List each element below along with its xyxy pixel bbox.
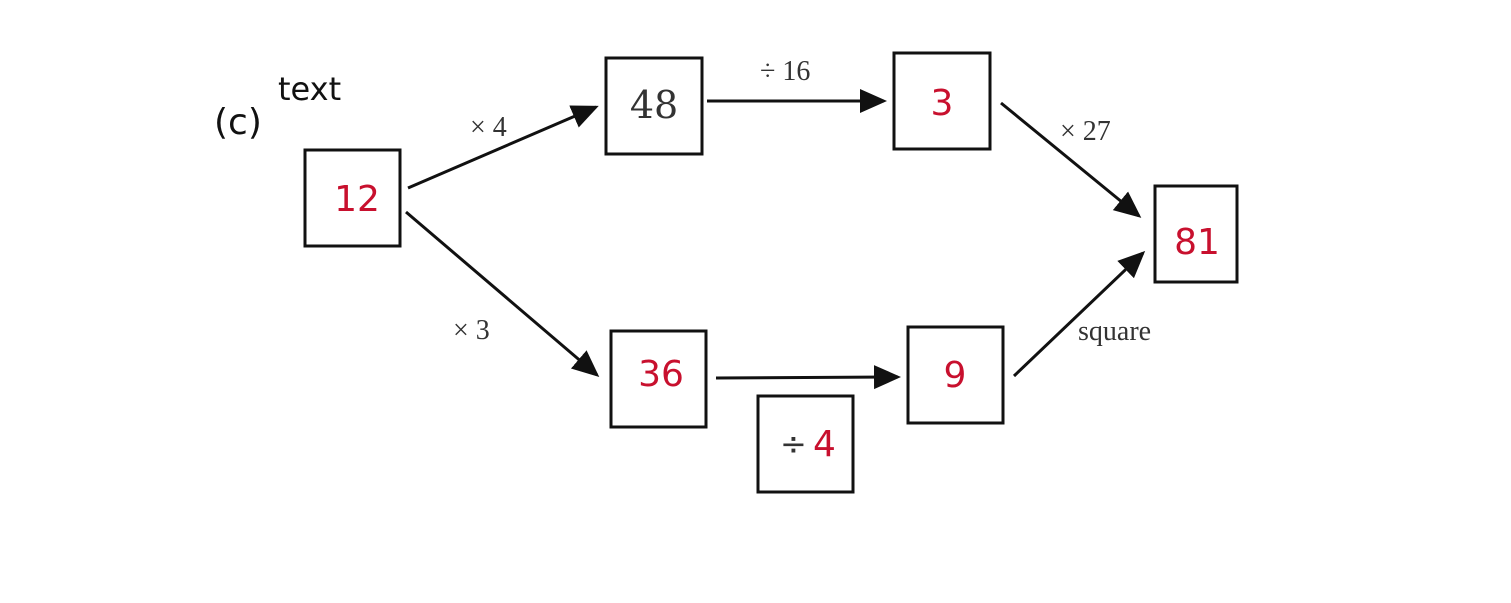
node-top-mid-value: 48 — [630, 83, 678, 127]
node-top-right: 3 — [892, 51, 992, 151]
node-end-value: 81 — [1174, 222, 1220, 263]
node-start-value: 12 — [334, 179, 380, 220]
edge-label-square: square — [1078, 316, 1151, 347]
operator-box-divide-4: ÷ 4 — [756, 394, 855, 494]
caption-label: (c) — [214, 102, 262, 143]
edge-label-divide-16: ÷ 16 — [760, 56, 810, 87]
operator-symbol: ÷ — [780, 425, 807, 463]
node-end: 81 — [1153, 184, 1239, 284]
arrow-3-to-81 — [1000, 101, 1142, 218]
edge-label-times-27: × 27 — [1060, 116, 1111, 147]
caption-superscript: text — [278, 70, 341, 108]
node-start: 12 — [303, 148, 402, 248]
node-bottom-mid: 36 — [609, 329, 708, 429]
node-bottom-right-value: 9 — [944, 355, 967, 396]
edge-label-times-3: × 3 — [453, 315, 490, 346]
node-top-mid: 48 — [604, 56, 704, 156]
node-bottom-mid-value: 36 — [638, 354, 684, 395]
operator-value: 4 — [813, 424, 836, 465]
arrow-36-to-9 — [715, 365, 901, 390]
edge-label-times-4: × 4 — [470, 112, 507, 143]
node-top-right-value: 3 — [931, 83, 954, 124]
arrow-start-to-36 — [405, 210, 600, 377]
node-bottom-right: 9 — [906, 325, 1005, 425]
arrow-9-to-81 — [1012, 250, 1146, 378]
arrow-start-to-48 — [407, 105, 599, 190]
